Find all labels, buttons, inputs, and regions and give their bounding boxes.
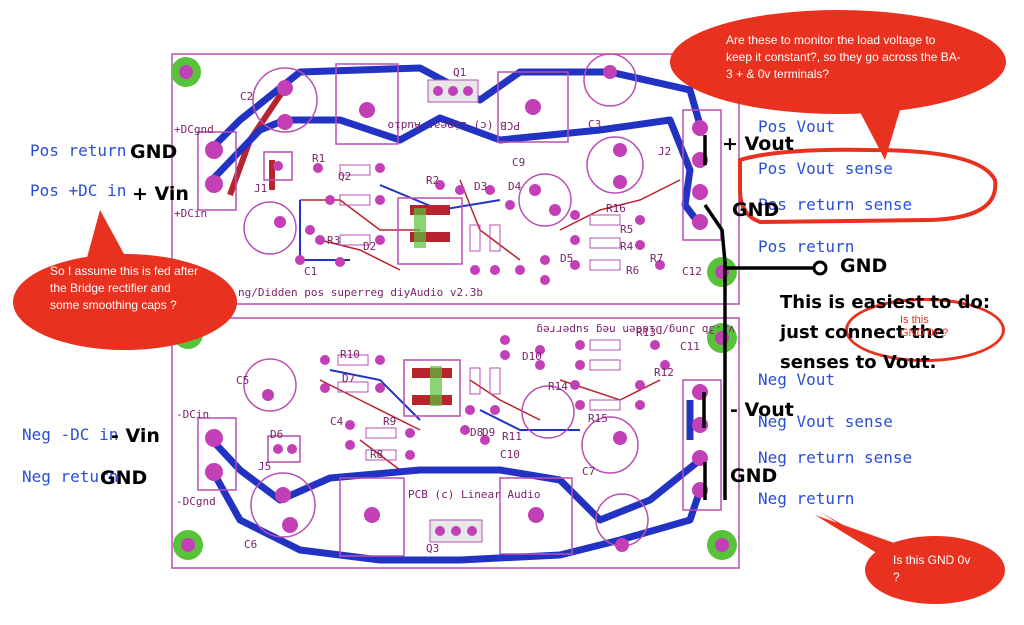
part-r7: R7 [650, 252, 663, 265]
gnd-junction-node [812, 260, 828, 276]
part-r9: R9 [383, 415, 396, 428]
neg-top-copper [208, 400, 704, 564]
part-r6: R6 [626, 264, 639, 277]
part-c1: C1 [304, 265, 317, 278]
callout-bottom [815, 512, 1005, 604]
pos-components [197, 53, 722, 285]
part-r13: R13 [636, 326, 656, 339]
part-r14: R14 [548, 380, 568, 393]
part-j1: J1 [254, 182, 267, 195]
label-vin-neg: - Vin [111, 425, 160, 447]
part-d4: D4 [508, 180, 522, 193]
callout-bottom-text: Is this GND 0v ? [893, 553, 971, 584]
part-r5: R5 [620, 223, 633, 236]
label-gnd-junction: GND [840, 255, 887, 277]
neg-dcin-label: -DCin [176, 408, 209, 421]
callout-mid-text: Is this GND 0v ? [900, 314, 949, 339]
neg-silk-title: v2.3b Jung/Didden neg superreg [536, 323, 735, 336]
part-c3: C3 [588, 118, 601, 131]
part-d7: D7 [342, 372, 355, 385]
callout-top-text: Are these to monitor the load voltage to… [726, 33, 961, 81]
pos-silk-title: ng/Didden pos superreg diyAudio v2.3b [238, 286, 483, 299]
part-c10: C10 [500, 448, 520, 461]
callout-left-text: So I assume this is fed after the Bridge… [50, 264, 199, 312]
label-pos-dc-left: Pos +DC in [30, 181, 126, 200]
sense-highlight-ellipse [738, 147, 998, 225]
thin-top-traces [299, 184, 580, 431]
part-r15: R15 [588, 412, 608, 425]
part-c9: C9 [512, 156, 525, 169]
label-neg-return-left: Neg return [22, 467, 118, 486]
label-gnd-neg-right: GND [730, 465, 777, 487]
part-c4: C4 [330, 415, 344, 428]
label-neg-return-right: Neg return [758, 489, 854, 508]
part-d9: D9 [482, 426, 495, 439]
part-d3: D3 [474, 180, 487, 193]
label-pos-return-left: Pos return [30, 141, 126, 160]
label-neg-vout: Neg Vout [758, 370, 835, 389]
label-neg-dc-left: Neg -DC in [22, 425, 118, 444]
pos-pcb-brand: PCB (c) Linear Audio [388, 119, 520, 132]
part-d8: D8 [470, 426, 483, 439]
part-r3: R3 [327, 234, 340, 247]
neg-components [197, 335, 722, 557]
label-pos-return-right: Pos return [758, 237, 854, 256]
part-j5: J5 [258, 460, 271, 473]
part-r8: R8 [370, 448, 383, 461]
pos-dcgnd-label: +DCgnd [174, 123, 214, 136]
label-vin-pos: + Vin [132, 183, 189, 205]
label-vout-pos: + Vout [722, 133, 794, 155]
neg-board-outline [171, 317, 740, 569]
part-r12: R12 [654, 366, 674, 379]
label-gnd-pos-right: GND [732, 199, 779, 221]
label-neg-vout-sense: Neg Vout sense [758, 412, 893, 431]
part-r11: R11 [502, 430, 522, 443]
part-c2: C2 [240, 90, 253, 103]
part-d10: D10 [522, 350, 542, 363]
callout-mid [845, 298, 1005, 362]
part-r4: R4 [620, 240, 634, 253]
part-d5: D5 [560, 252, 573, 265]
part-c12: C12 [682, 265, 702, 278]
part-r10: R10 [340, 348, 360, 361]
part-q1: Q1 [453, 66, 466, 79]
part-c5: C5 [236, 374, 249, 387]
part-c11: C11 [680, 340, 700, 353]
part-c6: C6 [244, 538, 257, 551]
part-c7: C7 [582, 465, 595, 478]
part-q2: Q2 [338, 170, 351, 183]
part-r2: R2 [426, 174, 439, 187]
part-r1: R1 [312, 152, 325, 165]
part-r16: R16 [606, 202, 626, 215]
label-pos-vout: Pos Vout [758, 117, 835, 136]
neg-pcb-brand: PCB (c) Linear Audio [408, 488, 540, 501]
part-d6: D6 [270, 428, 283, 441]
callout-top [670, 10, 1006, 160]
label-pos-vout-sense: Pos Vout sense [758, 159, 893, 178]
part-d2: D2 [363, 240, 376, 253]
part-designators: C2 J1 R1 Q2 R2 D3 D4 C9 J2 C3 R3 D2 C1 R… [236, 66, 702, 555]
annotation-wires [702, 135, 815, 500]
callout-left [13, 210, 237, 350]
label-neg-return-sense: Neg return sense [758, 448, 912, 467]
label-gnd-neg-left: GND [100, 467, 147, 489]
label-gnd-pos-left: GND [130, 141, 177, 163]
pos-dcin-label: +DCin [174, 207, 207, 220]
easiest-note: This is easiest to do: just connect the … [780, 292, 991, 373]
neg-dcgnd-label: -DCgnd [176, 495, 216, 508]
label-vout-neg: - Vout [730, 399, 794, 421]
label-pos-return-sense: Pos return sense [758, 195, 912, 214]
part-q3: Q3 [426, 542, 439, 555]
part-j2: J2 [658, 145, 671, 158]
